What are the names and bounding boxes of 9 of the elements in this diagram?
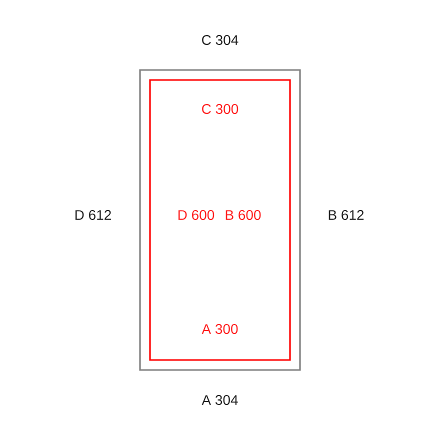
side-label: A 300 [202, 324, 238, 334]
side-label: B 600 [226, 210, 261, 220]
side-label: C 300 [202, 104, 238, 114]
side-label: A 304 [202, 395, 238, 405]
side-label: B 612 [328, 210, 364, 220]
side-label: D 600 [178, 210, 214, 220]
side-label: D 612 [75, 210, 111, 220]
frame-rectangle [139, 69, 301, 371]
side-label: C 304 [202, 35, 238, 45]
